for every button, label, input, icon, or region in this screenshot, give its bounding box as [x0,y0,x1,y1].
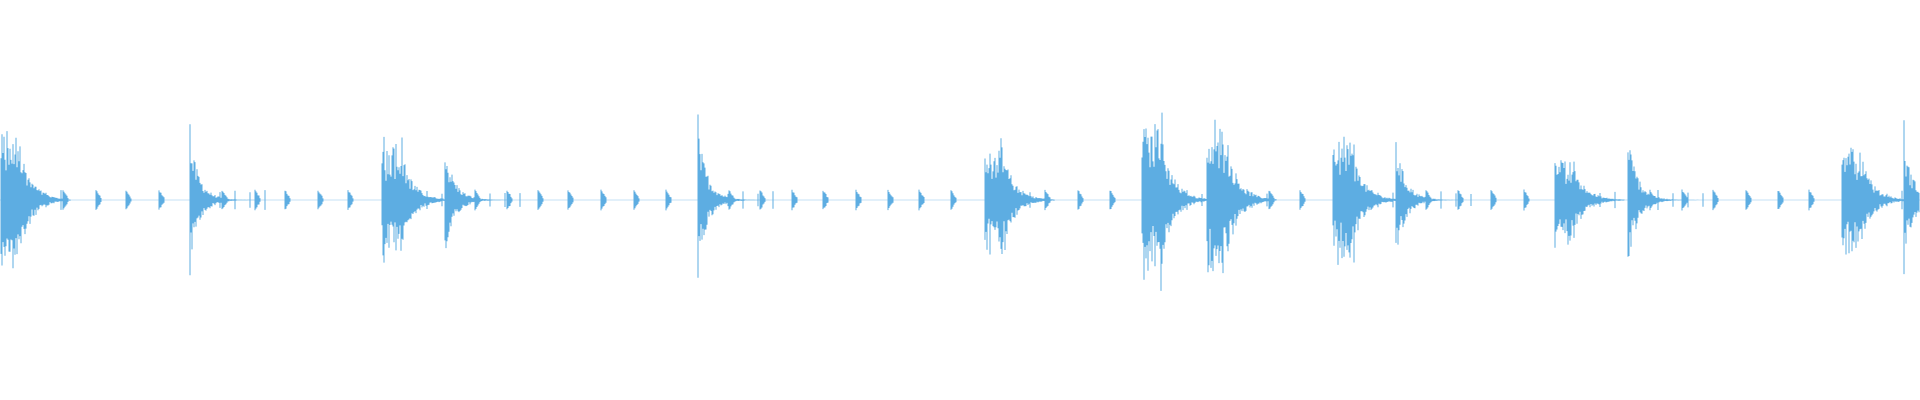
waveform-tick [1425,190,1432,210]
waveform-tick [221,190,228,210]
waveform-tick [1745,190,1752,210]
waveform-tick [1268,190,1275,210]
waveform-tick [1044,189,1051,211]
waveform-tick [1712,189,1719,211]
waveform-tick [600,189,607,211]
waveform-transient [1554,160,1625,248]
waveform-tick [759,190,766,210]
waveform-transient [1141,112,1212,291]
waveform-transient [1903,120,1920,275]
waveform-tick [537,190,544,210]
waveform-tick [284,190,291,210]
waveform-tick [1109,190,1116,210]
waveform-tick [158,190,165,210]
waveform-tick [254,189,261,211]
waveform-transient [1332,136,1403,265]
waveform-tick [1777,191,1784,209]
waveform-tick [822,190,829,210]
waveform-tick [1013,190,1020,210]
waveform-tick [1649,189,1656,211]
waveform-tick [1808,189,1815,211]
waveform-tick [1077,190,1084,210]
waveform-tick [62,190,69,210]
waveform-tick [567,190,574,210]
waveform-tick [918,189,925,211]
waveform-tick [1299,190,1306,210]
waveform-tick [950,190,957,210]
waveform-tick [1523,189,1530,211]
waveform-tick [1681,189,1688,211]
waveform-tick [1457,190,1464,210]
waveform-tick [1235,190,1242,210]
waveform-transient [1841,147,1912,255]
waveform-tick [887,189,894,211]
waveform-tick [633,190,640,210]
waveform-tick [728,190,735,210]
waveform-tick [474,189,481,211]
waveform-paths [0,112,1920,291]
waveform-tick [347,190,354,210]
waveform-transient [0,131,71,269]
waveform-tick [125,190,132,210]
waveform-transient [381,136,452,263]
waveform-tick [95,190,102,210]
waveform-tick [791,189,798,211]
waveform-tick [317,190,324,210]
waveform-tick [1490,190,1497,210]
waveform-tick [855,189,862,211]
waveform-tick [665,189,672,211]
waveform-tick [506,190,513,210]
